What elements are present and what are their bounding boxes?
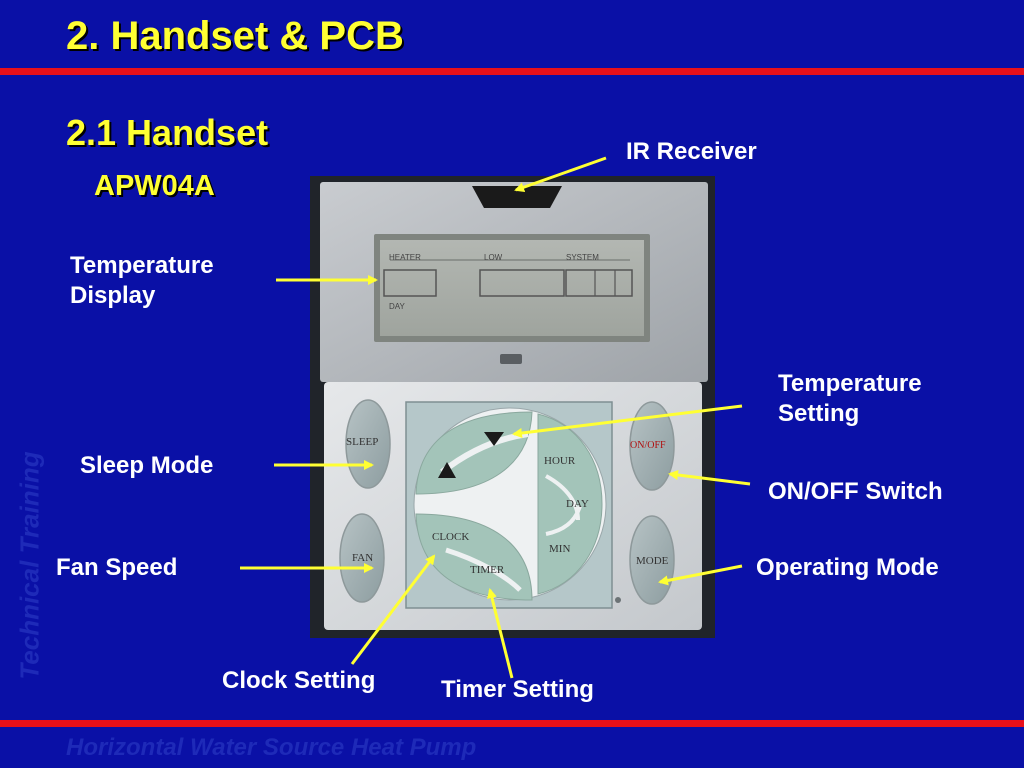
onoff-button xyxy=(629,401,675,491)
ir-receiver-arrow xyxy=(514,156,607,193)
section-title: 2.1 Handset xyxy=(66,112,269,153)
timer-setting-arrow xyxy=(487,588,514,679)
timer-button-label: TIMER xyxy=(470,564,505,576)
hour-button-label: HOUR xyxy=(544,455,576,467)
onoff-button-label: ON/OFF xyxy=(630,440,666,451)
lcd-screen xyxy=(380,240,644,336)
timer-setting-label: Timer Setting xyxy=(441,676,594,703)
watermark-footer: Horizontal Water Source Heat Pump xyxy=(66,734,477,761)
header-divider xyxy=(0,68,1024,75)
clock-setting-arrow xyxy=(350,554,436,665)
temp-setting-label-line2: Setting xyxy=(778,400,860,427)
time-select-button xyxy=(537,413,603,595)
day-button-label: DAY xyxy=(566,498,589,510)
temp-setting-arrow xyxy=(512,404,743,438)
sleep-mode-label: Sleep Mode xyxy=(80,452,214,479)
clock-setting-label: Clock Setting xyxy=(222,667,376,694)
fan-button xyxy=(339,513,385,603)
lcd-day-label: DAY xyxy=(389,302,405,311)
slide-title: 2. Handset & PCB xyxy=(66,14,404,58)
lcd-system-label: SYSTEM xyxy=(566,253,599,262)
onoff-switch-label: ON/OFF Switch xyxy=(768,478,943,505)
clock-button-label: CLOCK xyxy=(432,531,470,543)
lcd-heater-label: HEATER xyxy=(389,253,421,262)
fan-speed-label: Fan Speed xyxy=(56,554,178,581)
handset-photo xyxy=(310,176,715,638)
temp-display-label-line1: Temperature xyxy=(70,252,214,279)
temp-setting-label-line1: Temperature xyxy=(778,370,922,397)
down-arrow-icon xyxy=(484,432,504,446)
mode-button-label: MODE xyxy=(636,555,669,567)
operating-mode-label: Operating Mode xyxy=(756,554,939,581)
footer-divider xyxy=(0,720,1024,727)
ir-receiver-window xyxy=(472,186,562,208)
min-button-label: MIN xyxy=(549,543,571,555)
ir-receiver-label: IR Receiver xyxy=(626,138,757,165)
temp-display-label-line2: Display xyxy=(70,282,156,309)
lcd-low-label: LOW xyxy=(484,253,503,262)
model-name: APW04A xyxy=(94,170,215,202)
fan-button-label: FAN xyxy=(352,552,374,564)
operating-mode-arrow xyxy=(658,564,743,586)
sleep-button-label: SLEEP xyxy=(346,436,379,448)
up-arrow-icon xyxy=(438,462,456,478)
onoff-arrow xyxy=(668,470,751,486)
